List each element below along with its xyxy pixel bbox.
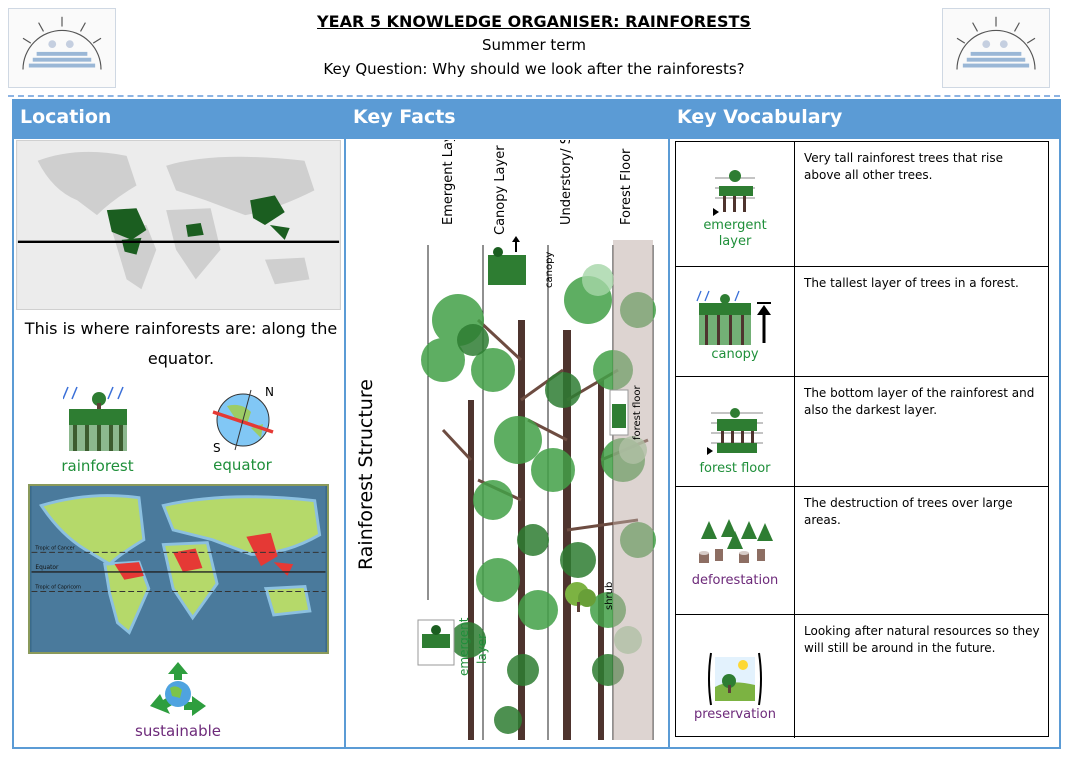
key-vocabulary-heading: Key Vocabulary bbox=[677, 106, 843, 128]
school-logo-right bbox=[942, 8, 1050, 88]
header-divider bbox=[8, 95, 1060, 97]
vocabulary-table: emergent layer Very tall rainforest tree… bbox=[675, 141, 1049, 738]
canopy-mini-icon bbox=[488, 236, 526, 285]
tropic-cancer-label: Tropic of Cancer bbox=[34, 545, 74, 551]
shrub-mini-icon bbox=[565, 582, 596, 612]
forest-floor-icon bbox=[707, 408, 763, 455]
vocab-row: preservation Looking after natural resou… bbox=[676, 615, 1048, 738]
vocab-term: preservation bbox=[694, 707, 776, 722]
vocab-definition: The tallest layer of trees in a forest. bbox=[804, 276, 1019, 290]
canopy-icon bbox=[696, 290, 771, 345]
emergent-layer-tag: layer bbox=[475, 634, 489, 664]
layer-label-canopy: Canopy Layer bbox=[493, 145, 508, 235]
layer-label-forest-floor: Forest Floor bbox=[619, 148, 634, 225]
page-subtitle: Summer term bbox=[481, 36, 587, 54]
vocab-row: emergent layer Very tall rainforest tree… bbox=[676, 142, 1048, 267]
vocab-term: canopy bbox=[711, 347, 759, 362]
recycle-globe-icon bbox=[150, 662, 206, 716]
page-title: YEAR 5 KNOWLEDGE ORGANISER: RAINFORESTS bbox=[317, 12, 751, 31]
layer-label-emergent: Emergent Layer bbox=[441, 140, 456, 225]
location-description: This is where rainforests are: along the… bbox=[24, 319, 338, 368]
world-map-tropics: Tropic of Cancer Equator Tropic of Capri… bbox=[28, 484, 329, 654]
vocab-image-cell: deforestation bbox=[676, 487, 795, 614]
vocab-image-cell: forest floor bbox=[676, 377, 795, 486]
key-question: Key Question: Why should we look after t… bbox=[323, 60, 745, 78]
vocab-image-cell: canopy bbox=[676, 267, 795, 376]
deforestation-icon bbox=[699, 519, 773, 563]
preservation-icon bbox=[708, 652, 762, 706]
layer-label-understory: Understory/ Shrub Layer bbox=[559, 140, 574, 225]
school-logo-left bbox=[8, 8, 116, 88]
vocab-definition: The bottom layer of the rainforest and a… bbox=[804, 386, 1035, 417]
vocab-row: forest floor The bottom layer of the rai… bbox=[676, 377, 1048, 487]
vocab-term-line2: layer bbox=[718, 234, 752, 249]
location-heading: Location bbox=[20, 106, 112, 128]
vocab-row: canopy The tallest layer of trees in a f… bbox=[676, 267, 1048, 377]
vocab-definition: Looking after natural resources so they … bbox=[804, 624, 1040, 655]
column-divider-2 bbox=[668, 101, 670, 747]
vocab-image-cell: emergent layer bbox=[676, 142, 795, 266]
vocab-term: emergent bbox=[703, 218, 767, 233]
compass-north: N bbox=[265, 385, 274, 399]
rainforest-label: rainforest bbox=[61, 457, 134, 475]
vocab-row: deforestation The destruction of trees o… bbox=[676, 487, 1048, 615]
canopy-tag: canopy bbox=[544, 252, 555, 288]
vocab-definition: Very tall rainforest trees that rise abo… bbox=[804, 151, 1003, 182]
column-divider-1 bbox=[344, 101, 346, 747]
vocab-image-cell: preservation bbox=[676, 615, 795, 738]
vocab-definition: The destruction of trees over large area… bbox=[804, 496, 1013, 527]
column-header-bar bbox=[14, 101, 1059, 139]
emergent-mini-icon bbox=[417, 619, 455, 666]
vocab-term: deforestation bbox=[691, 573, 779, 588]
equator-map-label: Equator bbox=[35, 565, 59, 571]
rainforest-structure-diagram: Rainforest Structure Emergent Layer Cano… bbox=[348, 140, 668, 745]
globe-equator-icon: N S bbox=[211, 385, 274, 455]
forest-floor-mini-icon bbox=[609, 389, 629, 436]
vocab-term: forest floor bbox=[699, 461, 771, 476]
emergent-layer-icon bbox=[713, 170, 755, 216]
rainforest-symbol: rainforest bbox=[50, 385, 145, 475]
rainforest-icon bbox=[62, 386, 127, 451]
equator-symbol: N S equator bbox=[195, 384, 290, 474]
emergent-tag: emergent bbox=[457, 617, 471, 676]
sustainable-symbol: sustainable bbox=[128, 660, 228, 740]
sustainable-label: sustainable bbox=[135, 722, 221, 740]
world-map-rainforests bbox=[16, 140, 341, 310]
shrub-tag: shrub bbox=[604, 582, 615, 610]
forest-floor-tag: forest floor bbox=[632, 384, 643, 440]
compass-south: S bbox=[213, 441, 221, 455]
equator-label: equator bbox=[213, 456, 272, 474]
key-facts-heading: Key Facts bbox=[353, 106, 456, 128]
tropic-capricorn-label: Tropic of Capricorn bbox=[34, 585, 81, 591]
structure-heading: Rainforest Structure bbox=[355, 379, 377, 570]
